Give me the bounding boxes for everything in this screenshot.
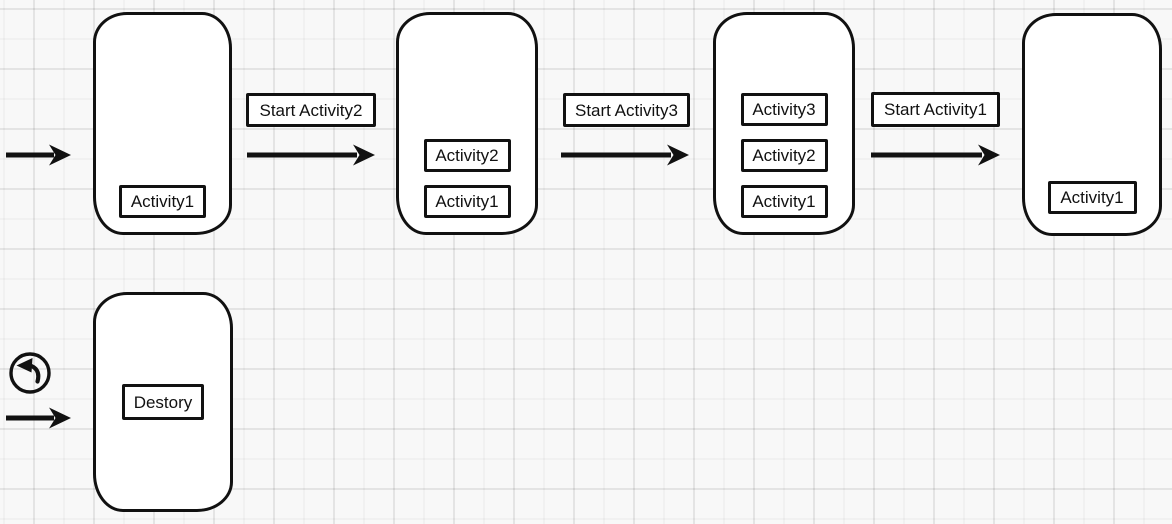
activity-box[interactable]: Activity1 (119, 185, 206, 218)
phone-frame-2[interactable]: Activity2 Activity1 (396, 12, 538, 235)
back-arrow-icon[interactable] (8, 351, 52, 395)
activity-box[interactable]: Activity1 (1047, 181, 1137, 214)
activity-box[interactable]: Activity2 (423, 139, 511, 172)
phone-frame-destroyed[interactable]: Destory (93, 292, 233, 512)
phone-frame-4[interactable]: Activity1 (1022, 13, 1162, 236)
transition-label-start-activity1[interactable]: Start Activity1 (871, 92, 1000, 127)
phone-frame-3[interactable]: Activity3 Activity2 Activity1 (713, 12, 855, 235)
entry-arrow[interactable] (4, 141, 72, 169)
transition-arrow-1[interactable] (245, 141, 376, 169)
activity-box[interactable]: Activity1 (740, 185, 828, 218)
phone-frame-1[interactable]: Activity1 (93, 12, 232, 235)
activity-box[interactable]: Activity3 (740, 93, 828, 126)
transition-label-start-activity3[interactable]: Start Activity3 (563, 93, 690, 127)
transition-label-start-activity2[interactable]: Start Activity2 (246, 93, 376, 127)
activity-box[interactable]: Activity1 (423, 185, 511, 218)
destroy-box[interactable]: Destory (122, 384, 204, 420)
transition-arrow-3[interactable] (869, 141, 1001, 169)
activity-box[interactable]: Activity2 (740, 139, 828, 172)
transition-arrow-2[interactable] (559, 141, 690, 169)
destroy-entry-arrow[interactable] (4, 404, 72, 432)
